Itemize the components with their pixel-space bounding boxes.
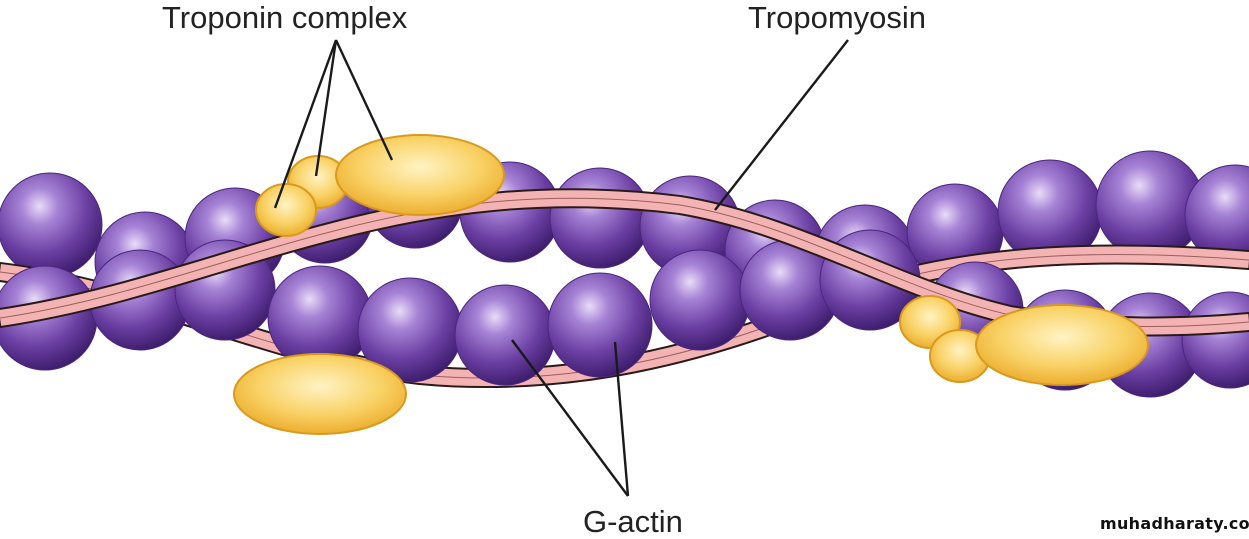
troponin-complex-label: Troponin complex xyxy=(162,0,408,35)
leader-troponin-1 xyxy=(273,39,338,209)
leader-gactin-1 xyxy=(511,339,629,497)
back-g-actin-monomer-7 xyxy=(549,167,651,269)
watermark: muhadharaty.com xyxy=(1100,514,1249,533)
back-g-actin-monomer-1 xyxy=(0,172,103,278)
leader-gactin-2 xyxy=(613,341,630,497)
troponin-complex-bottom xyxy=(233,353,407,435)
front-g-actin-monomer-6 xyxy=(454,284,556,386)
g-actin-label: G-actin xyxy=(583,504,683,539)
leader-troponin-2 xyxy=(314,39,338,177)
tropomyosin-label: Tropomyosin xyxy=(748,0,927,35)
troponin-complex-left xyxy=(255,134,505,237)
leader-troponin-3 xyxy=(334,39,394,161)
front-g-actin-monomer-7 xyxy=(547,272,653,378)
leader-tropomyosin xyxy=(714,39,849,211)
front-g-actin-monomer-8 xyxy=(649,249,751,351)
troponin-complex-right xyxy=(899,295,1149,386)
leader-lines xyxy=(273,39,849,497)
